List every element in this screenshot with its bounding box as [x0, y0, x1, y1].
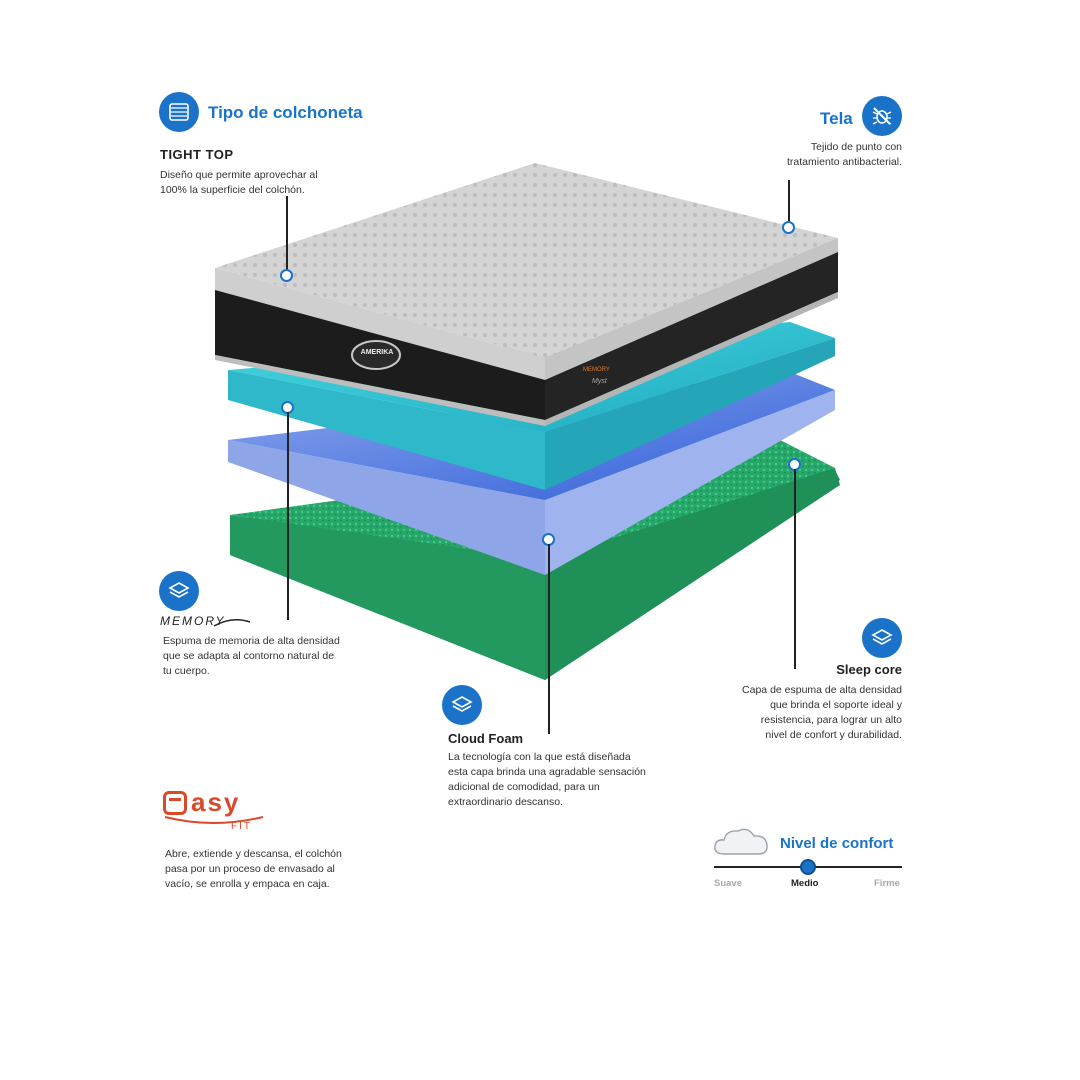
confort-label-medio: Medio	[791, 878, 819, 889]
sleep-core-layers-icon	[862, 618, 902, 658]
callout-line-sleep	[794, 469, 796, 669]
memory-layers-icon	[159, 571, 199, 611]
tela-description: Tejido de punto con tratamiento antibact…	[787, 141, 902, 168]
cloud-foam-layers-icon	[442, 685, 482, 725]
callout-dot-tela	[782, 221, 795, 234]
mattress-brand-label: AMERIKA	[360, 349, 394, 356]
easy-fit-logo-sub: FIT	[231, 821, 252, 832]
callout-line-tela	[788, 180, 790, 228]
comfort-level-slider	[714, 859, 902, 875]
easy-description: Abre, extiende y descansa, el colchón pa…	[165, 848, 342, 890]
memory-logo: MEMORY	[160, 614, 226, 628]
comfort-slider-knob	[800, 859, 816, 875]
confort-title: Nivel de confort	[780, 835, 894, 852]
cloud-description: La tecnología con la que está diseñada e…	[448, 751, 646, 808]
easy-fit-logo: asy FIT	[163, 785, 273, 835]
callout-line-cloud	[548, 544, 550, 734]
easy-fit-e-bar	[169, 798, 181, 801]
mattress-cover	[215, 163, 838, 426]
easy-fit-logo-text: asy	[191, 787, 241, 817]
easy-fit-swoosh	[164, 816, 264, 824]
tipo-heading: TIGHT TOP	[160, 147, 234, 162]
bug-crossed-icon	[862, 96, 902, 136]
tipo-title: Tipo de colchoneta	[208, 103, 363, 122]
confort-label-firme: Firme	[874, 878, 900, 889]
easy-fit-e-icon	[163, 791, 187, 815]
mattress-side-sublabel: Myst	[592, 378, 607, 385]
mattress-side-label: MEMORY	[583, 367, 610, 373]
tela-title: Tela	[820, 109, 853, 128]
callout-line-tipo	[286, 196, 288, 274]
sleep-heading: Sleep core	[836, 662, 902, 677]
callout-line-memory	[287, 412, 289, 620]
tipo-description: Diseño que permite aprovechar al 100% la…	[160, 169, 318, 196]
cloud-icon	[714, 828, 768, 855]
confort-label-suave: Suave	[714, 878, 742, 889]
callout-dot-tipo	[280, 269, 293, 282]
memory-description: Espuma de memoria de alta densidad que s…	[163, 635, 340, 677]
memory-logo-swoosh	[213, 619, 251, 627]
sleep-description: Capa de espuma de alta densidad que brin…	[742, 684, 902, 741]
mattress-layers-icon	[159, 92, 199, 132]
cloud-heading: Cloud Foam	[448, 731, 524, 746]
